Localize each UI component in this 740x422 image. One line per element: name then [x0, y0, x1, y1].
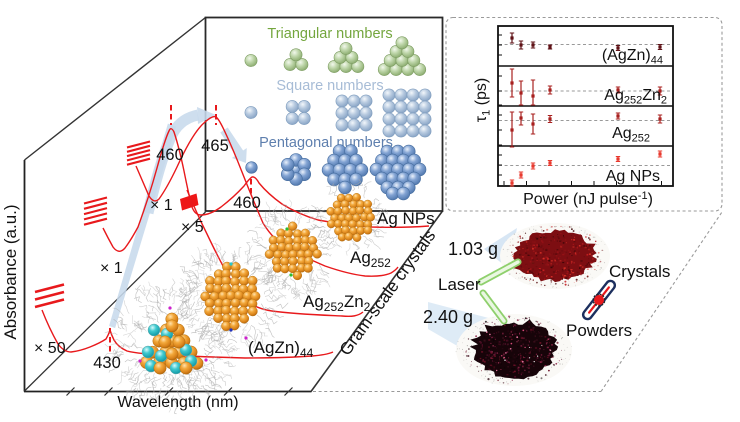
svg-text:Wavelength (nm): Wavelength (nm) [117, 394, 238, 411]
svg-text:× 5: × 5 [181, 219, 204, 236]
svg-text:× 1: × 1 [150, 197, 173, 214]
svg-text:Powders: Powders [566, 321, 632, 340]
svg-text:Ag252Zn2: Ag252Zn2 [604, 87, 667, 107]
svg-text:Ag NPs: Ag NPs [606, 168, 660, 185]
svg-text:(AgZn)44: (AgZn)44 [602, 47, 663, 67]
svg-text:Pentagonal numbers: Pentagonal numbers [259, 135, 393, 151]
svg-text:460: 460 [156, 146, 184, 164]
svg-text:Square numbers: Square numbers [276, 78, 383, 94]
svg-text:× 1: × 1 [100, 260, 123, 277]
svg-text:(AgZn)44: (AgZn)44 [248, 338, 314, 360]
svg-text:1.03 g: 1.03 g [448, 239, 498, 259]
svg-text:Power (nJ pulse-1): Power (nJ pulse-1) [523, 190, 653, 208]
svg-text:Crystals: Crystals [609, 262, 670, 281]
svg-text:Triangular numbers: Triangular numbers [267, 26, 392, 42]
svg-text:Ag NPs: Ag NPs [377, 209, 435, 228]
svg-text:430: 430 [93, 354, 121, 372]
svg-text:2.40 g: 2.40 g [423, 307, 473, 327]
svg-text:Laser: Laser [438, 275, 481, 294]
svg-text:465: 465 [201, 137, 229, 155]
svg-text:Absorbance (a.u.): Absorbance (a.u.) [1, 204, 20, 339]
svg-text:460: 460 [233, 194, 261, 212]
svg-text:Ag252Zn2: Ag252Zn2 [303, 292, 371, 314]
svg-text:× 50: × 50 [34, 340, 66, 357]
